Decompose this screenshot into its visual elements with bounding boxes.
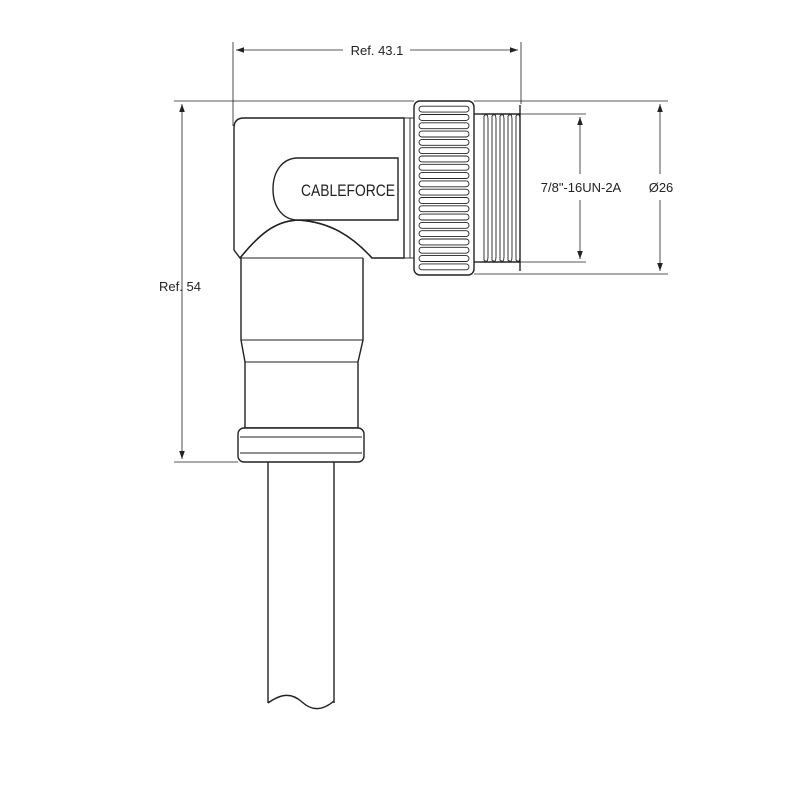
knurl-rib: [418, 205, 470, 213]
dimension-width: Ref. 43.1: [232, 42, 522, 126]
brand-label-text: CABLEFORCE: [301, 181, 395, 200]
thread-crest: [499, 114, 505, 262]
diameter-dimension-text: Ø26: [649, 180, 674, 195]
knurl-rib: [418, 163, 470, 171]
knurl-rib: [418, 230, 470, 238]
knurl-rib: [418, 172, 470, 179]
thread-crest: [507, 114, 513, 262]
knurl-rib: [418, 246, 470, 254]
collar-ring: [237, 427, 365, 463]
thread-crest: [483, 114, 489, 262]
knurl-rib: [418, 122, 470, 130]
knurl-ribs: [418, 105, 470, 271]
knurl-rib: [418, 255, 470, 262]
knurl-rib: [418, 188, 470, 196]
strain-relief: [240, 258, 364, 429]
knurl-rib: [418, 114, 470, 121]
knurl-rib: [418, 130, 470, 138]
knurl-rib: [418, 180, 470, 188]
brand-label: CABLEFORCE: [272, 157, 399, 221]
knurl-rib: [418, 197, 470, 204]
thread-lines: [483, 114, 521, 262]
cable-break-line: [267, 694, 335, 710]
knurl-rib: [418, 221, 470, 229]
knurl-rib: [418, 238, 470, 246]
coupling-nut: [413, 100, 475, 276]
thread-crest: [515, 114, 521, 262]
knurl-rib: [418, 147, 470, 155]
thread-dimension-text: 7/8"-16UN-2A: [541, 180, 622, 195]
knurl-rib: [418, 155, 470, 163]
height-dimension-text: Ref. 54: [159, 279, 201, 294]
cable: [267, 462, 335, 710]
knurl-rib: [418, 263, 470, 271]
knurl-rib: [418, 213, 470, 221]
width-dimension-text: Ref. 43.1: [351, 43, 404, 58]
thread-crest: [491, 114, 497, 262]
thread-section: [474, 105, 521, 271]
knurl-rib: [418, 105, 470, 113]
knurl-rib: [418, 138, 470, 146]
dimension-thread: 7/8"-16UN-2A: [520, 113, 622, 263]
dimension-height: Ref. 54: [159, 100, 414, 463]
dimension-diameter: Ø26: [474, 100, 674, 275]
